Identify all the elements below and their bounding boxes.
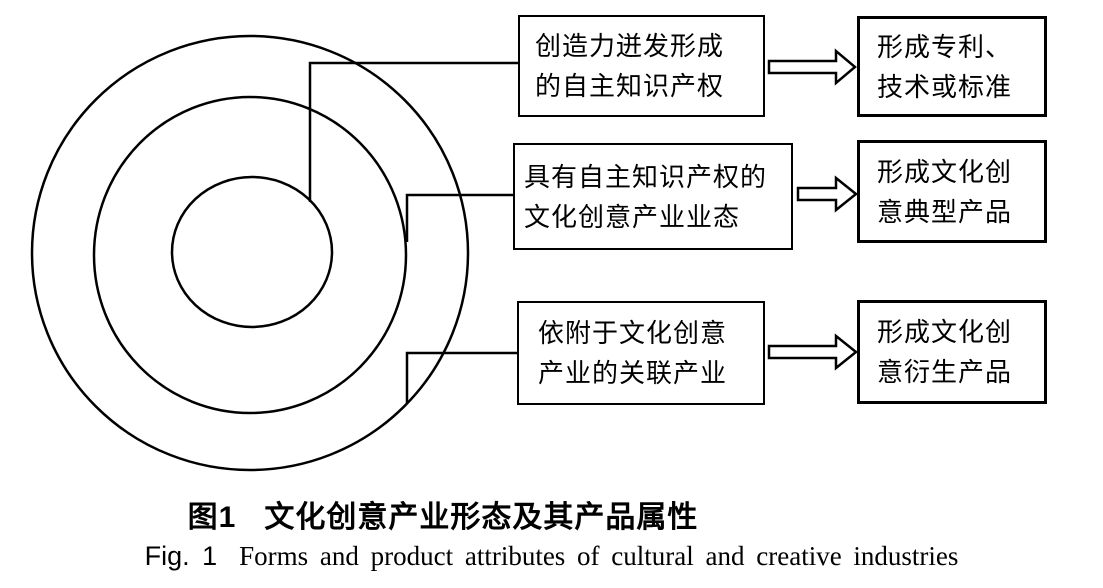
box-core-industry-line1: 具有自主知识产权的 bbox=[524, 161, 768, 192]
box-patents-standards-line2: 技术或标准 bbox=[877, 71, 1013, 102]
connector-middle-circle bbox=[405, 193, 514, 242]
box-core-industry-line2: 文化创意产业业态 bbox=[524, 201, 741, 232]
caption-chinese-label: 图1 bbox=[187, 501, 237, 534]
outer-circle bbox=[30, 34, 470, 472]
middle-circle bbox=[92, 95, 408, 415]
arrow-right-icon bbox=[767, 333, 859, 371]
arrow-right-icon bbox=[767, 48, 857, 86]
arrow-right-icon bbox=[796, 175, 859, 213]
caption-english-title: Forms and product attributes of cultural… bbox=[239, 541, 959, 571]
box-related-industry: 依附于文化创意 产业的关联产业 bbox=[517, 301, 765, 405]
box-core-industry: 具有自主知识产权的 文化创意产业业态 bbox=[513, 143, 793, 250]
box-creativity-ip-line2: 的自主知识产权 bbox=[535, 71, 725, 101]
box-typical-products-line1: 形成文化创 bbox=[877, 156, 1013, 187]
box-related-industry-line1: 依附于文化创意 bbox=[538, 318, 728, 348]
caption-english: Fig. 1 Forms and product attributes of cu… bbox=[0, 541, 1103, 572]
inner-circle bbox=[170, 175, 334, 329]
box-typical-products-line2: 意典型产品 bbox=[877, 196, 1013, 227]
box-creativity-ip: 创造力迸发形成 的自主知识产权 bbox=[518, 15, 765, 117]
caption-chinese-title: 文化创意产业形态及其产品属性 bbox=[264, 501, 699, 534]
hollow-arrows bbox=[767, 48, 859, 371]
box-patents-standards: 形成专利、 技术或标准 bbox=[857, 16, 1047, 117]
connector-outer-circle bbox=[405, 351, 518, 403]
box-typical-products: 形成文化创 意典型产品 bbox=[857, 140, 1047, 243]
caption-chinese: 图1 文化创意产业形态及其产品属性 bbox=[173, 492, 713, 536]
box-patents-standards-line1: 形成专利、 bbox=[877, 31, 1013, 62]
box-derivative-products-line2: 意衍生产品 bbox=[877, 357, 1013, 387]
box-related-industry-line2: 产业的关联产业 bbox=[538, 358, 728, 388]
box-creativity-ip-line1: 创造力迸发形成 bbox=[535, 31, 725, 61]
caption-english-label: Fig. 1 bbox=[144, 541, 218, 571]
concentric-circles bbox=[30, 34, 470, 472]
box-derivative-products-line1: 形成文化创 bbox=[877, 317, 1013, 347]
box-derivative-products: 形成文化创 意衍生产品 bbox=[857, 300, 1047, 404]
connector-lines bbox=[308, 61, 519, 403]
connector-inner-circle bbox=[308, 61, 519, 202]
